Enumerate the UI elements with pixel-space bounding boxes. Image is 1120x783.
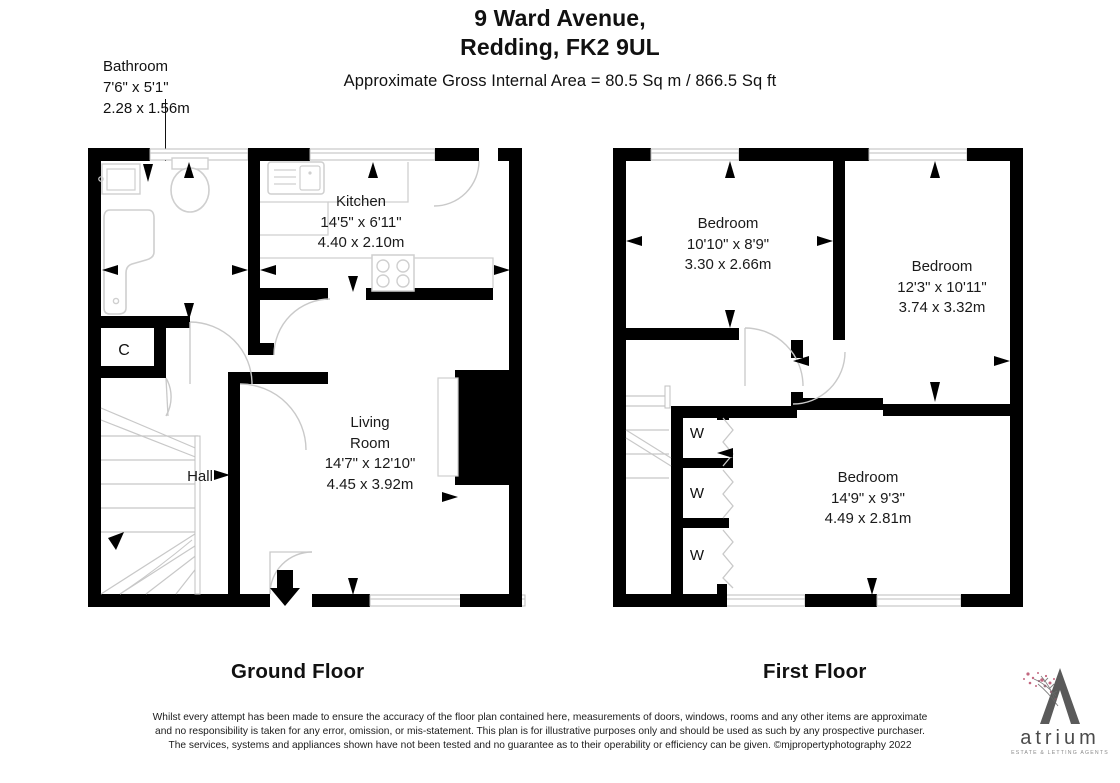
- bedroom-3-name: Bedroom: [837, 469, 899, 486]
- ground-floor-caption: Ground Floor: [231, 660, 365, 683]
- bedroom-3-imperial: 14'9" x 9'3": [831, 489, 905, 507]
- hall-name: Hall: [187, 468, 213, 485]
- cupboard-label: C: [118, 342, 130, 359]
- kitchen-name: Kitchen: [335, 193, 387, 210]
- bathroom-callout: Bathroom 7'6" x 5'1" 2.28 x 1.56m: [103, 56, 190, 119]
- living-room-metric: 4.45 x 3.92m: [326, 475, 414, 493]
- first-floor-caption: First Floor: [763, 660, 867, 683]
- disclaimer: Whilst every attempt has been made to en…: [60, 711, 1020, 754]
- gross-internal-area: Approximate Gross Internal Area = 80.5 S…: [343, 72, 777, 90]
- wardrobe-label-3: W: [690, 547, 705, 564]
- hall-label-block: Hall: [166, 467, 234, 488]
- kitchen-label-block: Kitchen 14'5" x 6'11" 4.40 x 2.10m: [303, 192, 419, 254]
- entrance-arrow: [270, 570, 300, 606]
- bathroom-leader-line: [165, 99, 166, 161]
- first-floor-plan: W W W: [605, 140, 1035, 615]
- atrium-logo: atrium estate & letting agents: [1008, 666, 1112, 771]
- logo-wordmark: atrium: [1020, 727, 1100, 749]
- living-room-label-block: Living Room 14'7" x 12'10" 4.45 x 3.92m: [312, 413, 428, 495]
- bedroom-2-metric: 3.74 x 3.32m: [898, 299, 986, 316]
- disclaimer-line-2: and no responsibility is taken for any e…: [155, 726, 925, 738]
- living-room-imperial: 14'7" x 12'10": [324, 455, 416, 472]
- bedroom-3-metric: 4.49 x 2.81m: [824, 510, 912, 527]
- bedroom-2-name: Bedroom: [911, 258, 973, 275]
- wardrobe-label-1: W: [690, 425, 705, 442]
- wardrobe-label-2: W: [690, 485, 705, 502]
- bedroom-2-imperial: 12'3" x 10'11": [897, 278, 987, 296]
- atrium-a-icon: [1023, 668, 1080, 724]
- kitchen-metric: 4.40 x 2.10m: [317, 234, 405, 251]
- bathroom-imperial: 7'6" x 5'1": [103, 79, 169, 96]
- bedroom-1-metric: 3.30 x 2.66m: [684, 256, 772, 273]
- kitchen-imperial: 14'5" x 6'11": [320, 213, 402, 231]
- bedroom-1-label-block: Bedroom 10'10" x 8'9" 3.30 x 2.66m: [668, 214, 788, 276]
- disclaimer-line-3: The services, systems and appliances sho…: [168, 740, 912, 752]
- disclaimer-line-1: Whilst every attempt has been made to en…: [152, 712, 928, 723]
- bathroom-metric: 2.28 x 1.56m: [103, 100, 190, 117]
- address-line-2: Redding, FK2 9UL: [460, 34, 660, 60]
- bedroom-1-name: Bedroom: [697, 215, 759, 232]
- logo-tagline: estate & letting agents: [1011, 750, 1109, 756]
- living-room-name: Living: [350, 414, 390, 431]
- page-header: 9 Ward Avenue, Redding, FK2 9UL Approxim…: [0, 4, 1120, 92]
- address-line-1: 9 Ward Avenue,: [474, 5, 646, 31]
- bedroom-3-label-block: Bedroom 14'9" x 9'3" 4.49 x 2.81m: [808, 468, 928, 530]
- bedroom-2-label-block: Bedroom 12'3" x 10'11" 3.74 x 3.32m: [882, 257, 1002, 319]
- bedroom-1-imperial: 10'10" x 8'9": [686, 235, 770, 253]
- bathroom-label: Bathroom: [103, 58, 169, 75]
- ground-floor-plan: C: [80, 140, 530, 615]
- living-room-name-2: Room: [349, 434, 390, 452]
